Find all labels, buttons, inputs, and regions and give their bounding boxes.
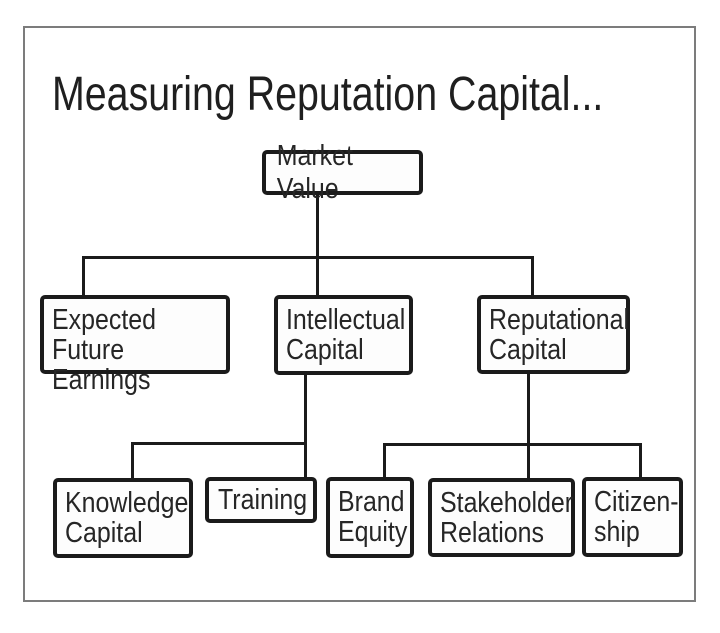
node-stakeholder-relations-label: Stakeholder Relations (440, 487, 574, 549)
node-stakeholder-relations: Stakeholder Relations (428, 478, 575, 557)
node-training-label: Training (218, 484, 308, 516)
node-reputational-capital-label: Reputational Capital (489, 304, 630, 366)
edge-intellectual-horizontal (131, 442, 307, 445)
node-brand-equity: Brand Equity (326, 477, 414, 558)
diagram-title: Measuring Reputation Capital... (52, 70, 720, 120)
node-knowledge-capital: Knowledge Capital (53, 478, 193, 558)
edge-marketvalue-to-level2 (316, 195, 319, 295)
node-market-value: Market Value (262, 140, 423, 205)
node-expected-future-earnings-label: Expected Future Earnings (52, 304, 156, 396)
node-brand-equity-label: Brand Equity (338, 486, 408, 548)
edge-drop-knowledge (131, 442, 134, 478)
edge-drop-citizenship (639, 443, 642, 477)
edge-reputational-horizontal (383, 443, 642, 446)
node-knowledge-capital-label: Knowledge Capital (65, 487, 189, 549)
node-market-value-label: Market Value (276, 139, 353, 205)
node-citizenship-label: Citizen- ship (594, 486, 679, 548)
node-intellectual-capital-label: Intellectual Capital (286, 304, 406, 366)
diagram-title-text: Measuring Reputation Capital... (52, 68, 604, 121)
diagram-border (23, 26, 696, 602)
node-citizenship: Citizen- ship (582, 477, 683, 557)
node-expected-future-earnings: Expected Future Earnings (40, 295, 230, 395)
node-intellectual-capital: Intellectual Capital (274, 295, 413, 375)
edge-reputational-to-stakeholder (527, 374, 530, 478)
node-training: Training (205, 477, 317, 523)
edge-level2-horizontal (82, 256, 534, 259)
edge-intellectual-to-training (304, 374, 307, 477)
node-reputational-capital: Reputational Capital (477, 295, 630, 374)
edge-drop-reputational (531, 256, 534, 295)
edge-drop-brand-equity (383, 443, 386, 477)
edge-drop-expected (82, 256, 85, 295)
